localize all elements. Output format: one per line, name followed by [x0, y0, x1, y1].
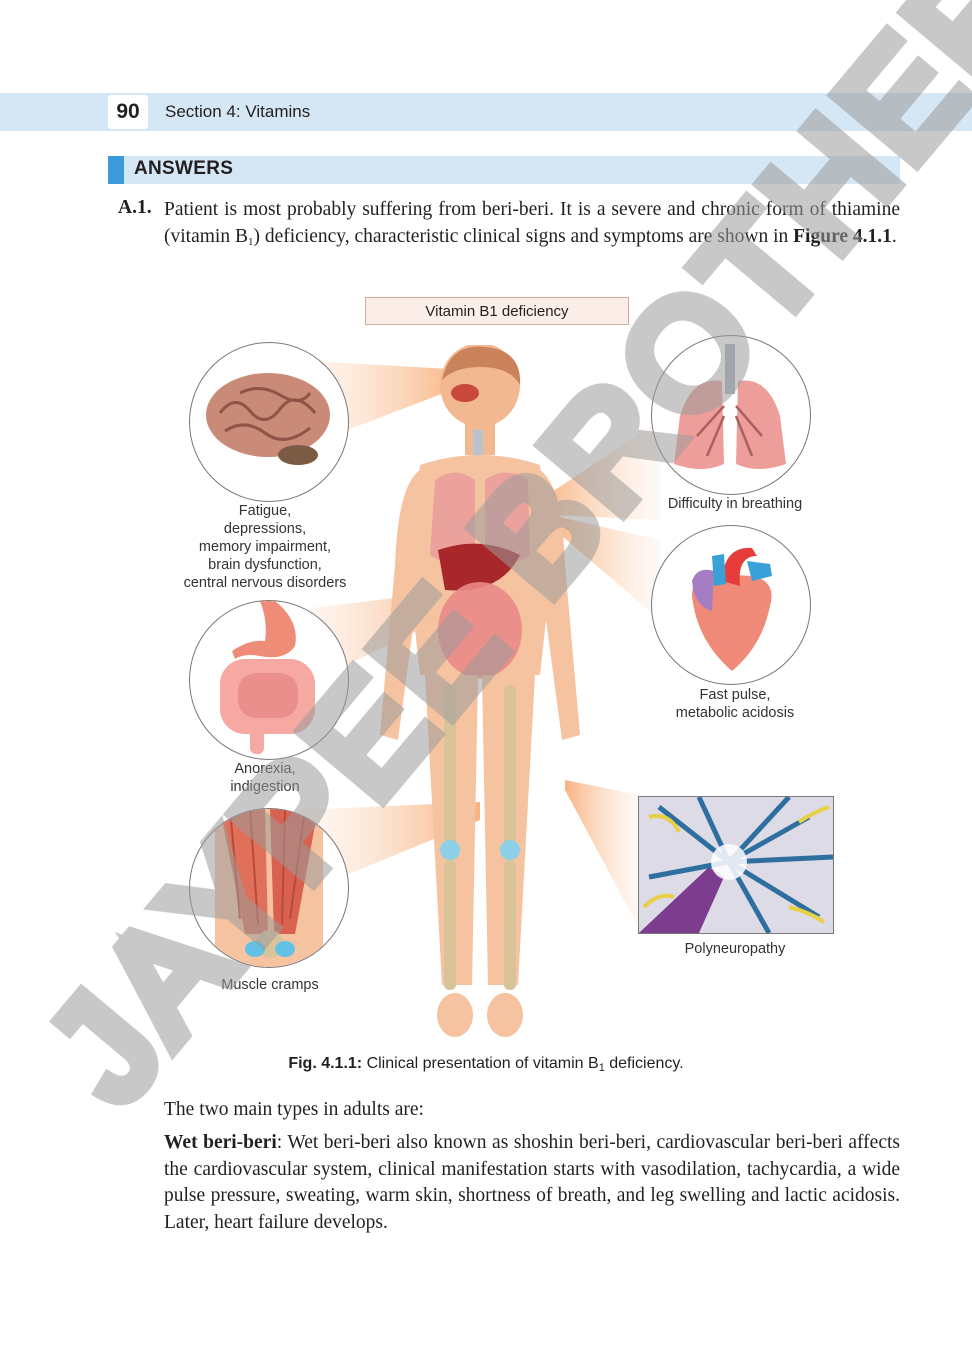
- brain-panel: [189, 342, 349, 502]
- wet-beriberi-term: Wet beri-beri: [164, 1132, 277, 1153]
- neuron-icon: [639, 797, 833, 933]
- answer-number: A.1.: [118, 197, 152, 218]
- figure-vitamin-b1-deficiency: Vitamin B1 deficiency: [160, 290, 850, 1050]
- heart-label: Fast pulse, metabolic acidosis: [675, 687, 795, 721]
- muscle-label: Muscle cramps: [221, 977, 319, 993]
- human-body-illustration: [380, 345, 580, 1037]
- wet-beriberi-paragraph: Wet beri-beri: Wet beri-beri also known …: [164, 1132, 900, 1233]
- neuron-label: Polyneuropathy: [684, 941, 786, 957]
- figure-title-box: Vitamin B1 deficiency: [365, 297, 629, 325]
- page-number: 90: [108, 95, 148, 129]
- neuron-panel: [638, 796, 834, 934]
- lungs-icon: [674, 344, 786, 469]
- figure-reference: Figure 4.1.1: [793, 225, 892, 247]
- heart-icon: [692, 547, 772, 671]
- answers-heading-accent: [108, 156, 124, 184]
- thigh-muscle-icon: [215, 809, 323, 967]
- section-title: Section 4: Vitamins: [165, 102, 311, 121]
- brain-icon: [206, 373, 330, 465]
- brain-label: Fatigue, depressions, memory impairment,…: [183, 503, 347, 591]
- heart-panel: [651, 525, 811, 685]
- lungs-label: Difficulty in breathing: [667, 496, 803, 512]
- digestive-label: Anorexia, indigestion: [230, 761, 300, 795]
- digestive-panel: [189, 600, 349, 760]
- running-header-band: [0, 93, 972, 131]
- answer-paragraph: Patient is most probably suffering from …: [164, 199, 900, 248]
- figure-caption: Fig. 4.1.1: Clinical presentation of vit…: [288, 1055, 684, 1074]
- answers-heading: ANSWERS: [134, 158, 234, 179]
- answers-heading-bar: [108, 156, 900, 184]
- lungs-panel: [651, 335, 811, 495]
- intro-paragraph: The two main types in adults are:: [164, 1099, 424, 1120]
- muscle-panel: [189, 808, 349, 968]
- digestive-system-icon: [220, 601, 315, 754]
